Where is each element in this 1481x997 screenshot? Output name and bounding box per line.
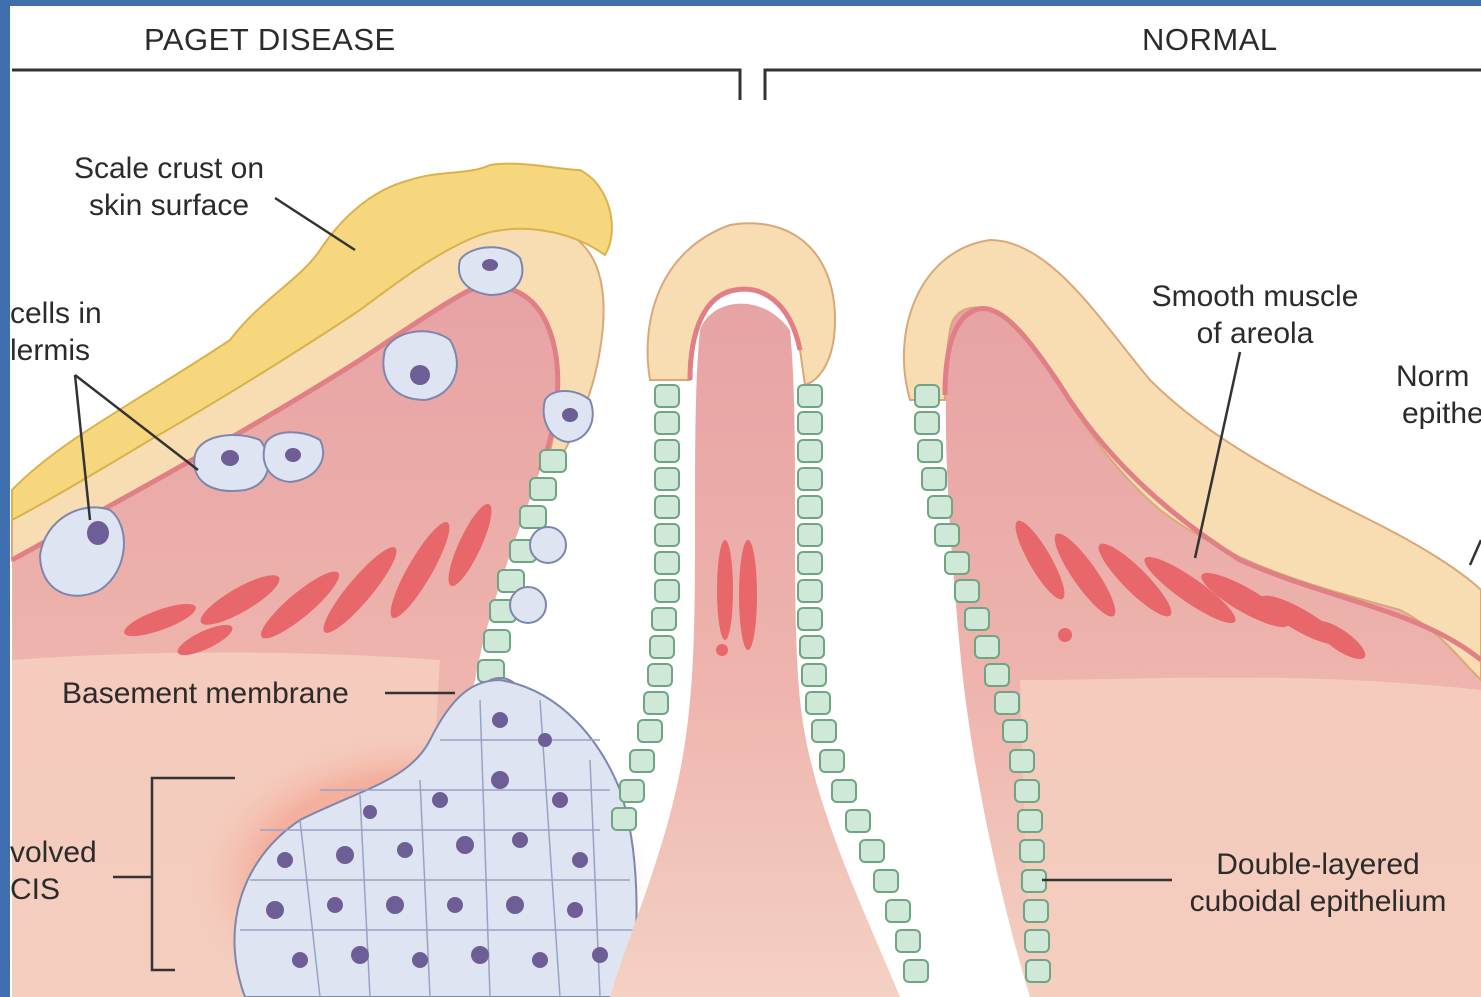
- normal-epithelium-line-2: epithe: [1396, 395, 1481, 432]
- normal-lower-dermis: [1020, 678, 1481, 997]
- basement-membrane-label: Basement membrane: [62, 675, 349, 712]
- scale-crust-label: Scale crust on skin surface: [60, 150, 278, 224]
- normal-epithelium-label: Norm epithe: [1396, 358, 1481, 432]
- scale-crust-line-1: Scale crust on: [60, 150, 278, 187]
- double-layered-line-2: cuboidal epithelium: [1168, 883, 1468, 920]
- paget-cells-line-1: cells in: [10, 295, 102, 332]
- paget-cells-line-2: lermis: [10, 332, 102, 369]
- paget-disease-header: PAGET DISEASE: [144, 21, 396, 58]
- smooth-muscle-line-1: Smooth muscle: [1130, 278, 1380, 315]
- double-layered-line-1: Double-layered: [1168, 846, 1468, 883]
- smooth-muscle-line-2: of areola: [1130, 315, 1380, 352]
- involved-dcis-line-1: volved: [10, 834, 97, 871]
- smooth-muscle-label: Smooth muscle of areola: [1130, 278, 1380, 352]
- double-layered-label: Double-layered cuboidal epithelium: [1168, 846, 1468, 920]
- normal-header: NORMAL: [1142, 21, 1278, 58]
- paget-cells-label: cells in lermis: [10, 295, 102, 369]
- scale-crust-line-2: skin surface: [60, 187, 278, 224]
- involved-dcis-label: volved CIS: [10, 834, 97, 908]
- involved-dcis-line-2: CIS: [10, 871, 97, 908]
- normal-epithelium-line-1: Norm: [1396, 358, 1481, 395]
